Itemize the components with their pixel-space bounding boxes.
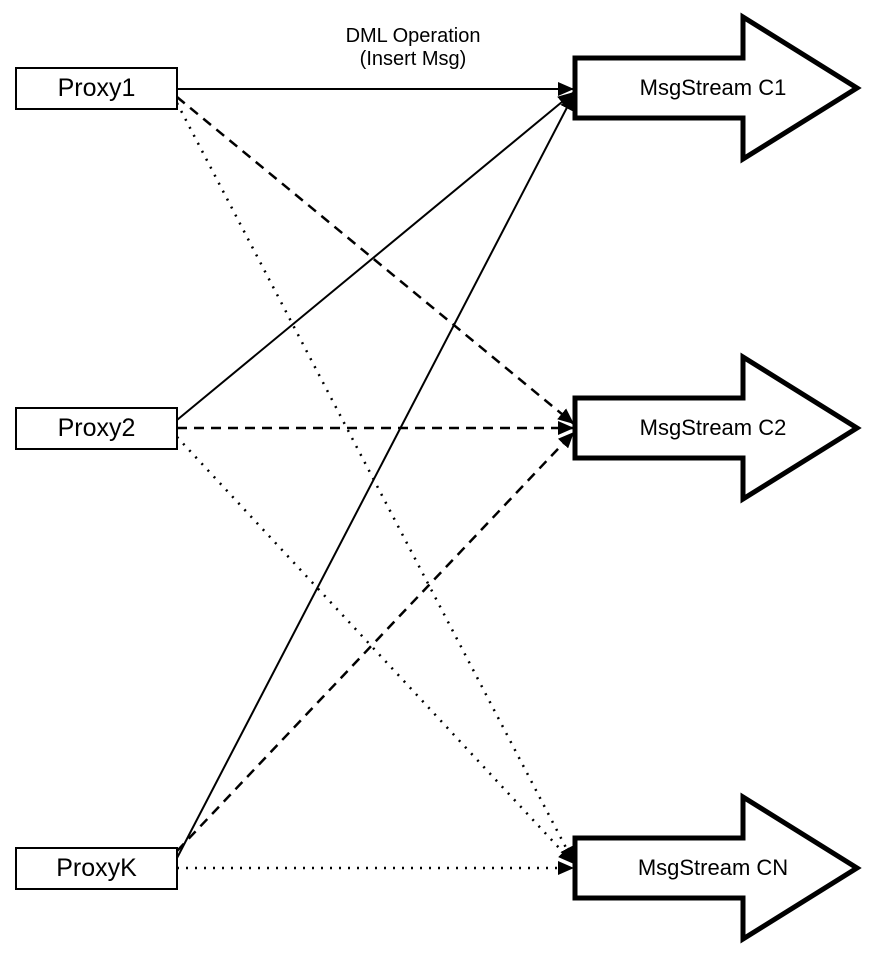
dml-operation-label: DML Operation (Insert Msg)	[288, 25, 538, 71]
msgstream-c1-arrow-shape	[572, 12, 862, 164]
proxy2-label: Proxy2	[57, 414, 136, 442]
dml-operation-label-line2: (Insert Msg)	[359, 48, 467, 70]
proxy2-node: Proxy2	[15, 407, 178, 450]
proxy1-node: Proxy1	[15, 67, 178, 110]
proxyk-label: ProxyK	[56, 854, 137, 882]
msgstream-c2-arrow-shape	[572, 352, 862, 504]
proxy1-label: Proxy1	[57, 74, 136, 102]
proxyk-node: ProxyK	[15, 847, 178, 890]
connector-proxy2-c1-solid	[176, 91, 575, 421]
connector-proxy1-c2-dashed	[176, 96, 575, 425]
connector-proxy2-cn-dotted	[176, 436, 575, 865]
msgstream-cn-arrow-shape	[572, 792, 862, 944]
connector-proxyk-c1-solid	[176, 93, 575, 859]
connector-proxy1-cn-dotted	[175, 102, 576, 864]
connector-proxyk-c2-dashed	[176, 431, 575, 852]
dml-operation-label-line1: DML Operation	[345, 25, 481, 47]
